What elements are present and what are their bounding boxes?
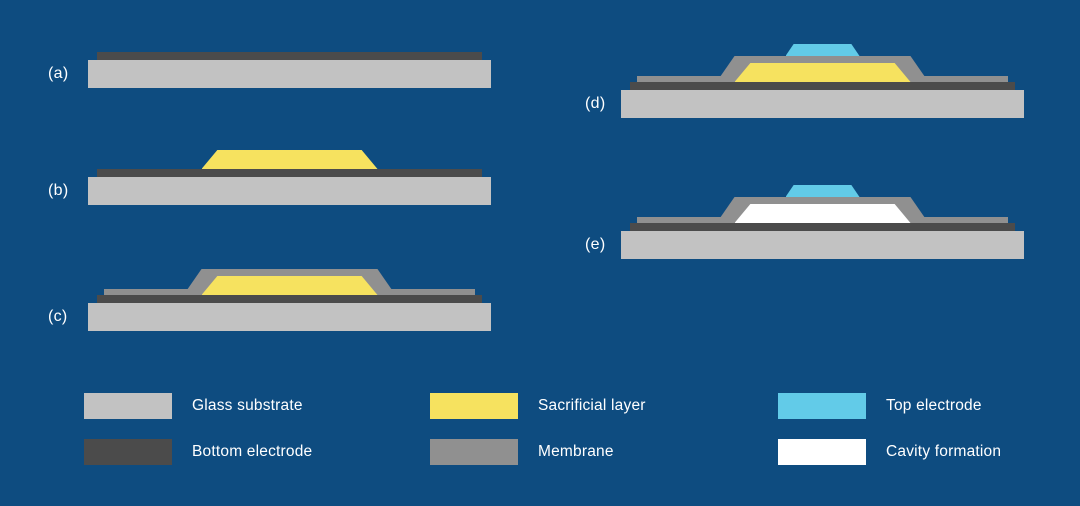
glass-substrate-layer [88,60,491,88]
panel-a [88,14,491,88]
bottom-electrode-layer [97,295,482,303]
legend-label: Bottom electrode [192,443,313,460]
legend-item-glass-substrate: Glass substrate [84,393,430,419]
legend-item-cavity-formation: Cavity formation [778,439,1001,465]
legend-swatch-top-electrode [778,393,866,419]
panel-label-e: (e) [585,236,606,253]
panel-label-d: (d) [585,95,606,112]
legend-label: Top electrode [886,397,982,414]
legend-label: Sacrificial layer [538,397,646,414]
bottom-electrode-layer [630,223,1015,231]
legend-item-sacrificial-layer: Sacrificial layer [430,393,778,419]
top-electrode-layer [785,185,860,197]
bottom-electrode-layer [97,52,482,60]
panel-c [88,257,491,331]
sacrificial-layer [201,150,378,169]
legend-swatch-glass-substrate [84,393,172,419]
panel-label-a: (a) [48,65,69,82]
sacrificial-layer [734,63,911,82]
legend-swatch-membrane [430,439,518,465]
glass-substrate-layer [88,303,491,331]
legend-label: Cavity formation [886,443,1002,460]
top-electrode-layer [785,44,860,56]
legend-label: Glass substrate [192,397,303,414]
legend-item-bottom-electrode: Bottom electrode [84,439,430,465]
legend: Glass substrate Bottom electrode Sacrifi… [84,393,1001,465]
panel-label-b: (b) [48,182,69,199]
panel-e [621,185,1024,259]
legend-swatch-bottom-electrode [84,439,172,465]
bottom-electrode-layer [97,169,482,177]
glass-substrate-layer [88,177,491,205]
sacrificial-layer [201,276,378,295]
legend-item-top-electrode: Top electrode [778,393,1001,419]
bottom-electrode-layer [630,82,1015,90]
glass-substrate-layer [621,231,1024,259]
glass-substrate-layer [621,90,1024,118]
cavity-layer [734,204,911,223]
legend-item-membrane: Membrane [430,439,778,465]
legend-label: Membrane [538,443,614,460]
panel-d [621,44,1024,118]
panel-label-c: (c) [48,308,68,325]
legend-swatch-cavity-formation [778,439,866,465]
legend-swatch-sacrificial-layer [430,393,518,419]
panel-b [88,131,491,205]
